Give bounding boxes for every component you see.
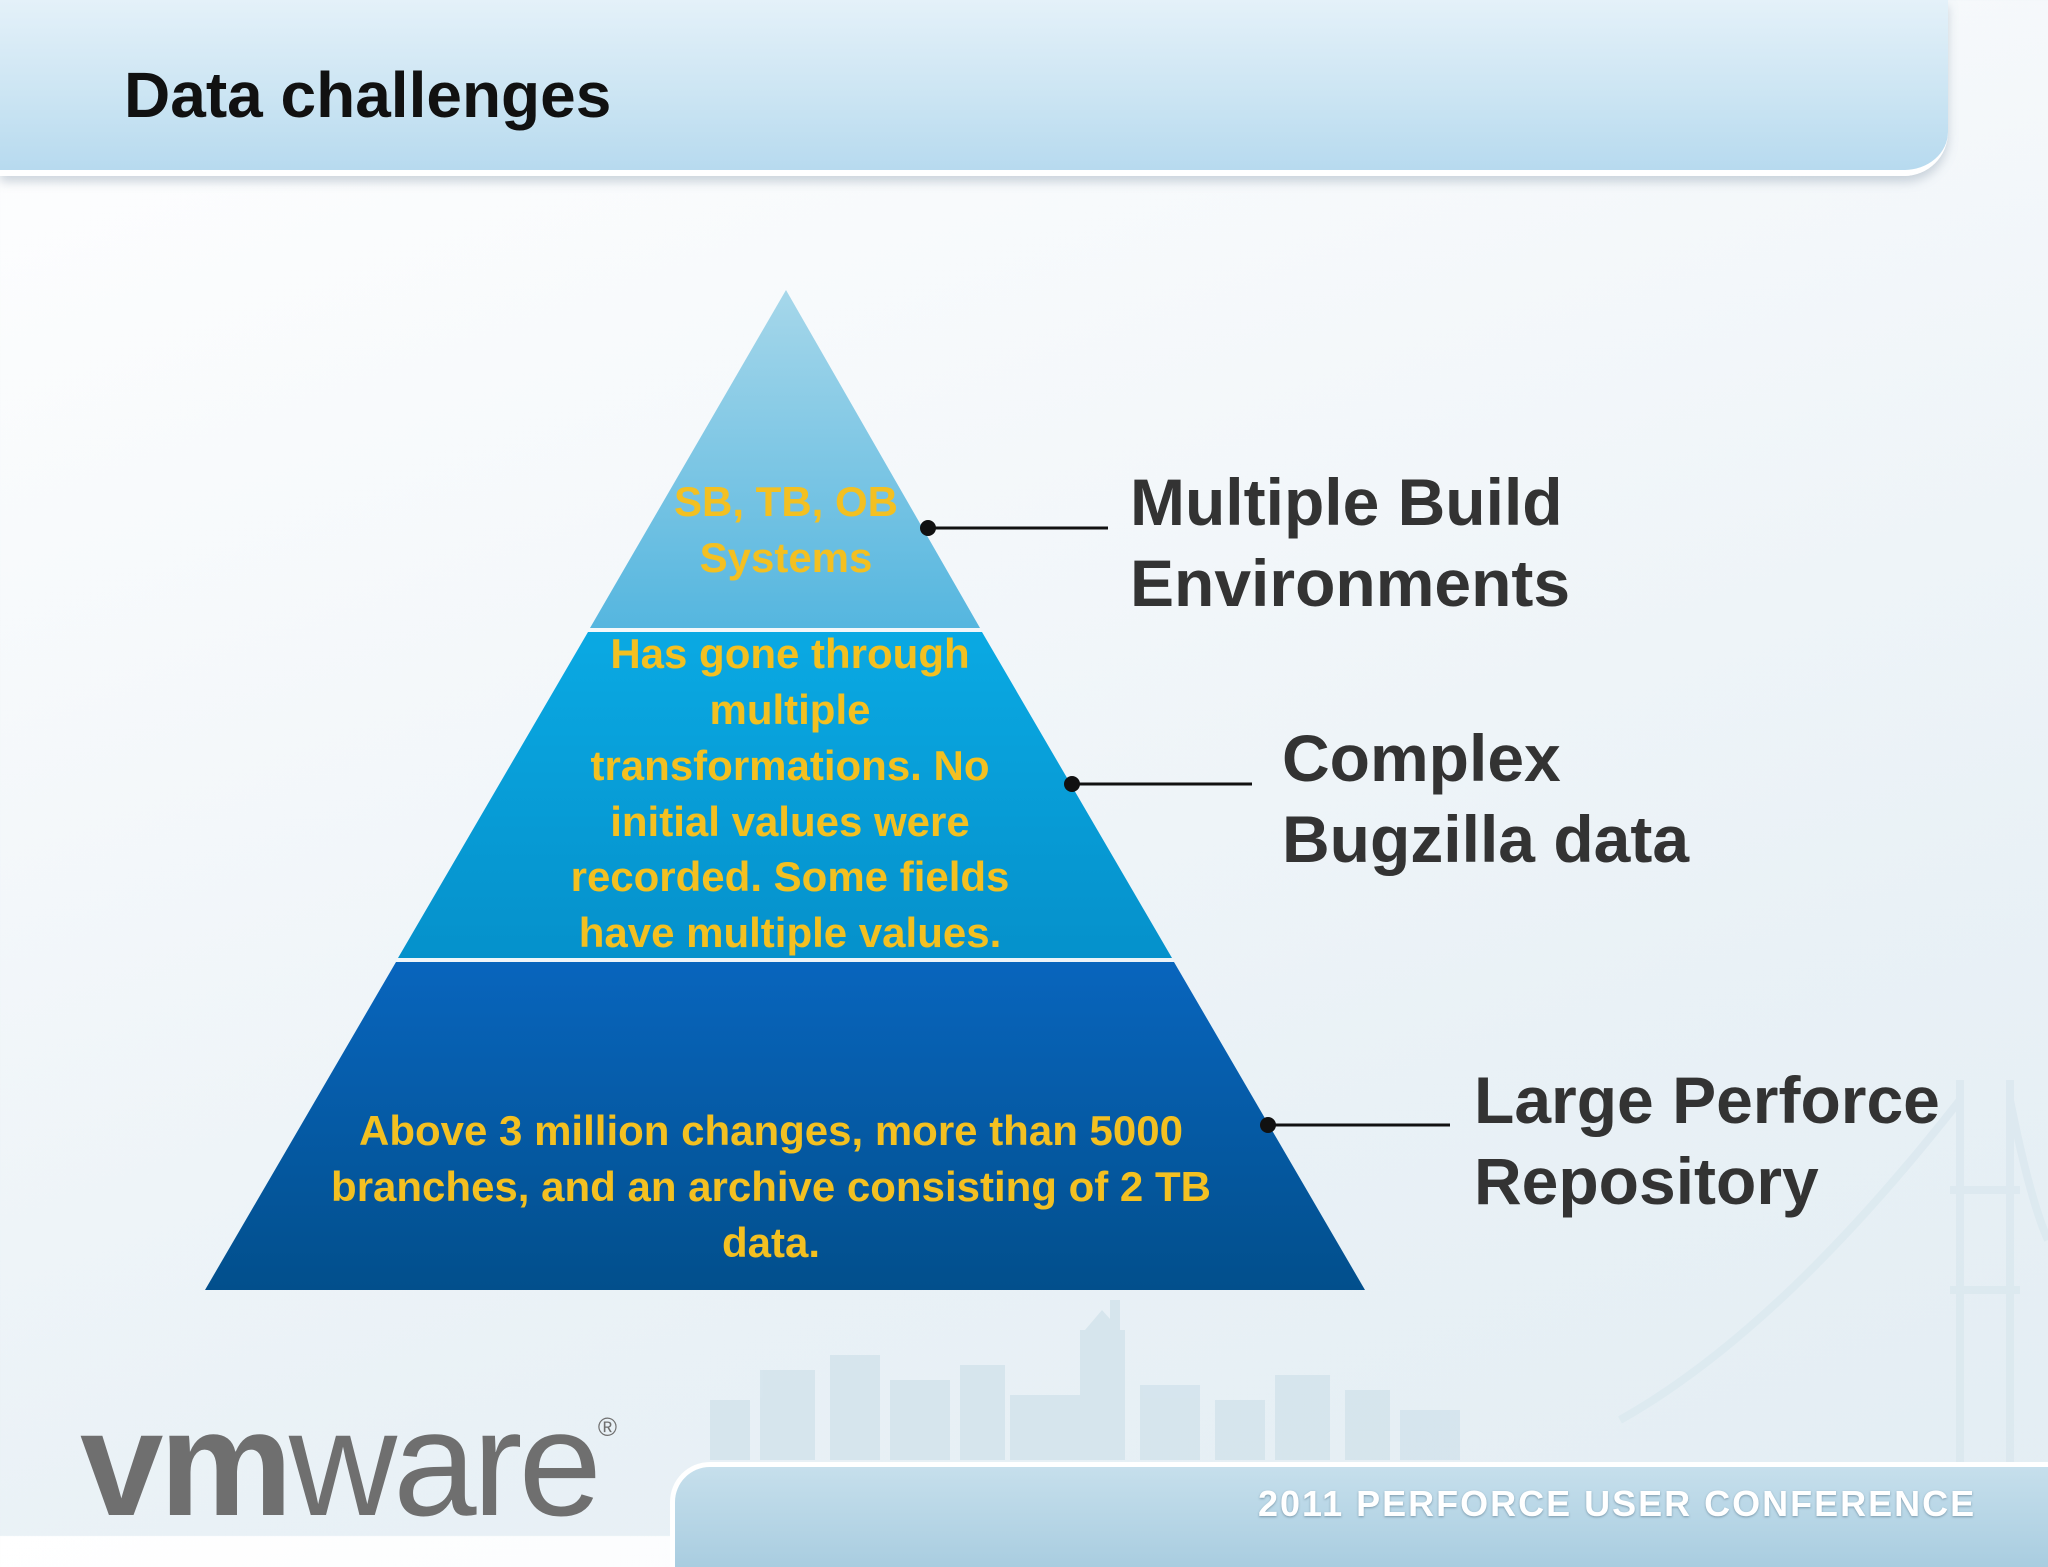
tier-middle-text: Has gone through multiple transformation… bbox=[570, 630, 1010, 957]
vmware-logo: vmware® bbox=[80, 1388, 617, 1538]
logo-light-part: ware bbox=[288, 1379, 602, 1547]
callout-build-line1: Multiple Build bbox=[1130, 465, 1563, 539]
connector-dot-bottom bbox=[1260, 1117, 1276, 1133]
callout-build-environments: Multiple Build Environments bbox=[1130, 462, 1570, 623]
connector-dot-middle bbox=[1064, 776, 1080, 792]
tier-top-text: SB, TB, OB Systems bbox=[673, 478, 898, 581]
title-band bbox=[0, 0, 1948, 176]
slide-title: Data challenges bbox=[124, 59, 612, 131]
tier-bottom-text: Above 3 million changes, more than 5000 … bbox=[331, 1107, 1211, 1266]
connector-dot-top bbox=[920, 520, 936, 536]
callout-perforce-repository: Large Perforce Repository bbox=[1474, 1060, 1940, 1221]
logo-bold-part: vm bbox=[80, 1379, 293, 1547]
pyramid-tier-top bbox=[590, 290, 980, 628]
pyramid-tier-middle bbox=[398, 632, 1172, 958]
callout-bugzilla-data: Complex Bugzilla data bbox=[1282, 718, 1689, 879]
logo-registered-mark: ® bbox=[597, 1412, 618, 1442]
callout-perforce-line2: Repository bbox=[1474, 1143, 1819, 1218]
callout-bugzilla-line1: Complex bbox=[1282, 721, 1561, 795]
callout-perforce-line1: Large Perforce bbox=[1474, 1063, 1940, 1137]
callout-bugzilla-line2: Bugzilla data bbox=[1282, 801, 1690, 876]
conference-name: 2011 PERFORCE USER CONFERENCE bbox=[1258, 1483, 1977, 1524]
pyramid-tier-bottom bbox=[205, 962, 1365, 1290]
callout-build-line2: Environments bbox=[1130, 545, 1571, 620]
